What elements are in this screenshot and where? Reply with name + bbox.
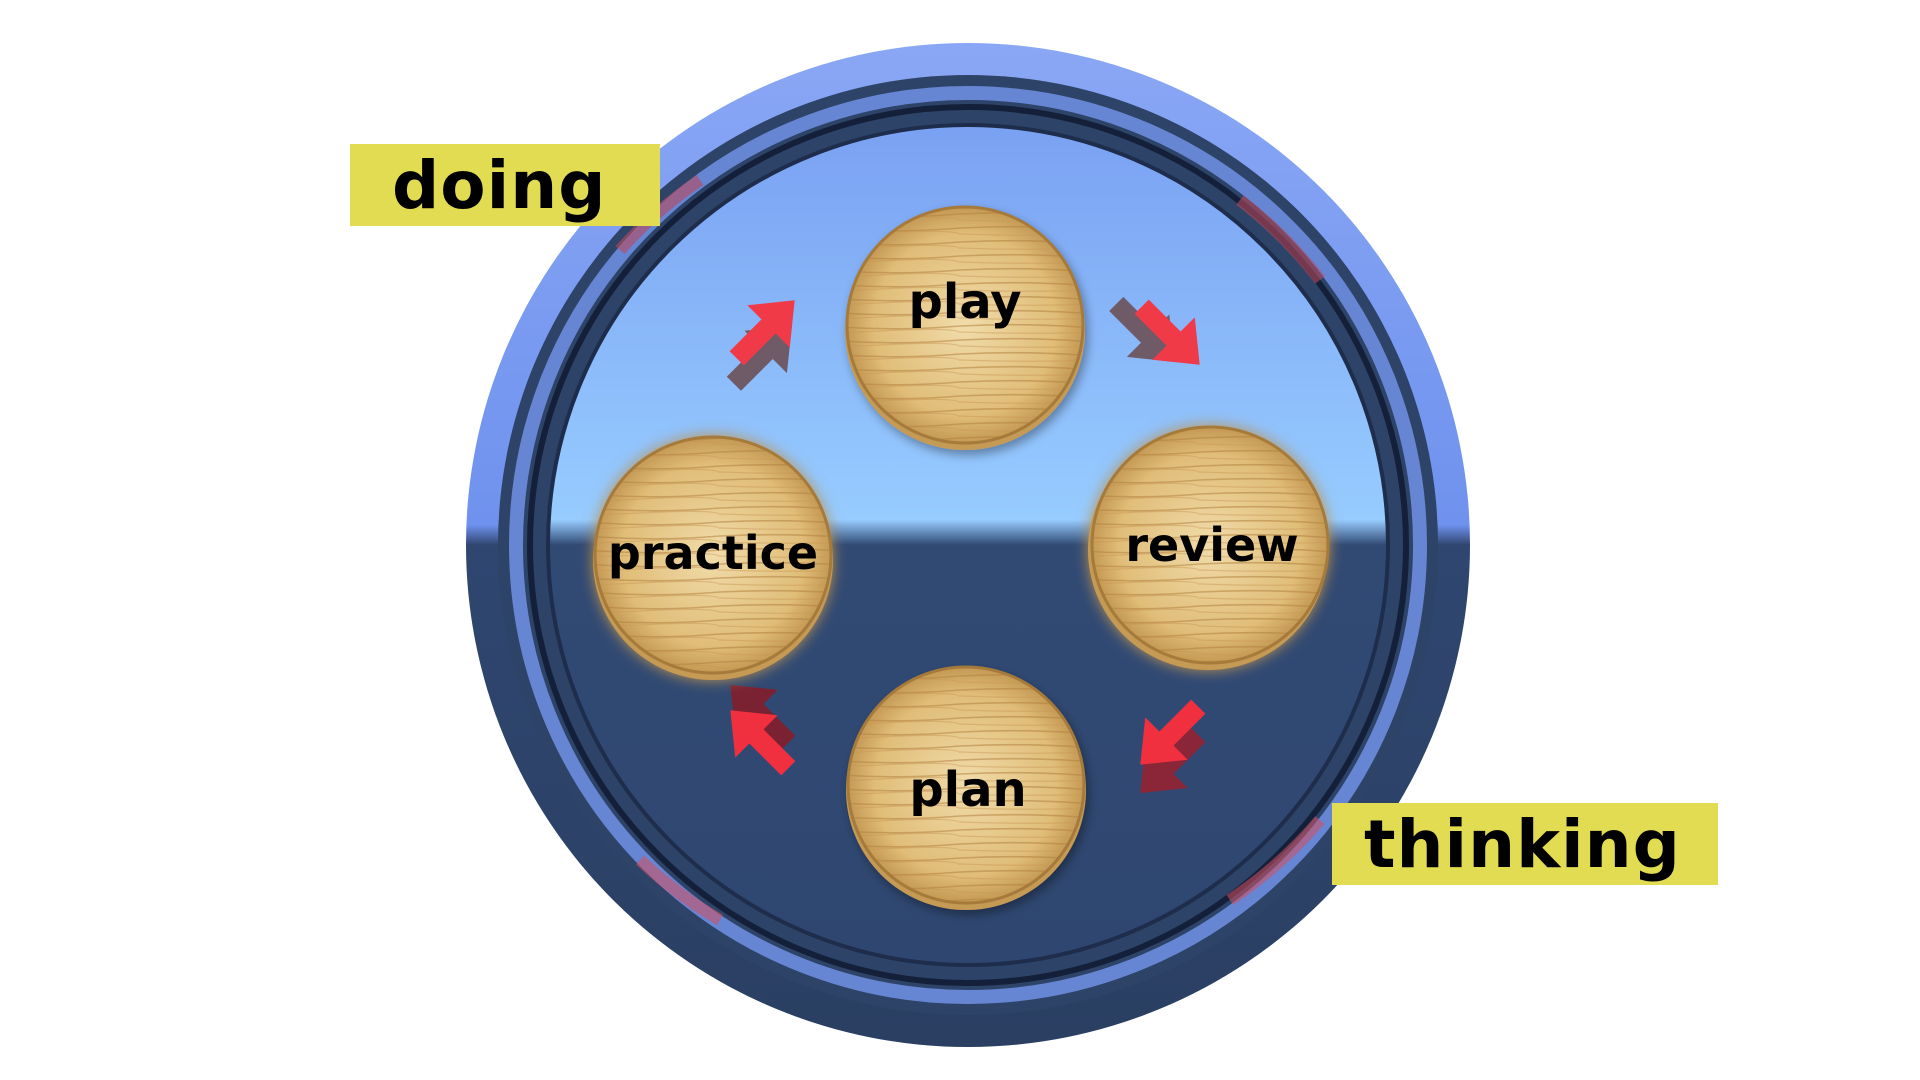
node-plan: plan: [846, 665, 1086, 910]
doing-label-text: doing: [392, 146, 607, 224]
node-practice: practice: [593, 435, 833, 680]
node-play: play: [845, 205, 1085, 450]
doing-label: doing: [350, 144, 660, 226]
thinking-label-text: thinking: [1364, 805, 1681, 883]
node-review-label: review: [1125, 518, 1298, 572]
node-play-label: play: [908, 274, 1021, 330]
thinking-label: thinking: [1332, 803, 1718, 885]
node-review: review: [1088, 425, 1330, 670]
node-practice-label: practice: [608, 526, 818, 580]
node-plan-label: plan: [909, 762, 1026, 818]
